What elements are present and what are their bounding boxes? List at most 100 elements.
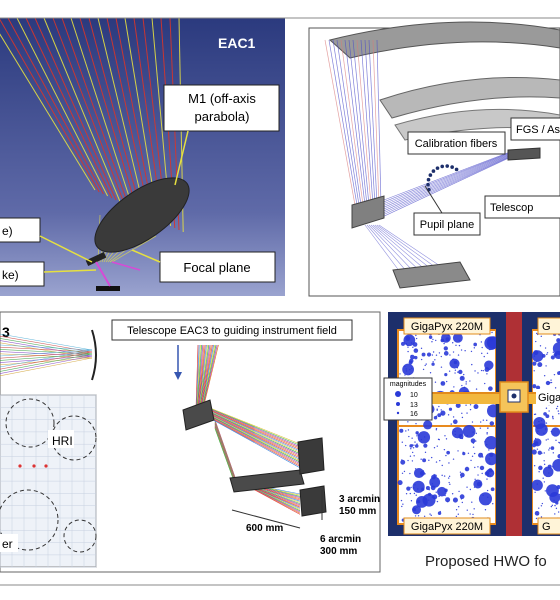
star	[489, 348, 491, 351]
fgs-ray	[336, 39, 362, 206]
star	[461, 412, 463, 414]
star	[470, 438, 476, 444]
label-br-bg	[537, 517, 560, 535]
star	[430, 514, 432, 517]
main-ray-down	[198, 344, 206, 411]
star	[401, 472, 404, 475]
inset-ray	[0, 357, 93, 377]
star	[406, 486, 411, 491]
star	[431, 483, 434, 485]
star	[472, 513, 474, 516]
fiber-dot	[450, 165, 454, 169]
star	[431, 354, 434, 356]
star	[549, 492, 560, 504]
star	[406, 344, 409, 347]
fiber-dot	[435, 166, 440, 170]
star	[550, 430, 553, 433]
star	[532, 361, 537, 366]
star	[455, 509, 458, 511]
star	[441, 464, 443, 467]
star	[420, 458, 422, 460]
star	[486, 352, 489, 354]
star	[477, 372, 479, 374]
star	[461, 376, 463, 379]
star	[430, 456, 433, 459]
star	[535, 423, 548, 436]
star	[542, 477, 544, 479]
fgs-ray-to-detector	[383, 155, 511, 213]
main-ray-down	[200, 344, 212, 411]
main-ray-down	[202, 344, 218, 411]
star	[550, 505, 553, 508]
star	[453, 386, 455, 388]
main-ray-across	[209, 414, 301, 460]
inset-ray	[0, 344, 93, 351]
star	[553, 373, 556, 376]
legend-label-13: 13	[410, 402, 418, 409]
star	[431, 362, 435, 366]
star	[437, 511, 442, 515]
star	[407, 350, 409, 353]
main-ray-down	[195, 344, 199, 411]
star	[486, 443, 488, 446]
star	[422, 458, 427, 463]
main-ray-across	[209, 407, 301, 445]
star	[556, 338, 560, 343]
star	[543, 412, 547, 416]
star	[466, 412, 468, 414]
star	[535, 340, 537, 343]
star	[444, 435, 446, 437]
star	[424, 473, 426, 475]
fgs-ray-relay	[370, 224, 422, 273]
callout-fgs	[510, 117, 560, 141]
legend-marker-16	[396, 411, 400, 415]
star	[449, 483, 451, 486]
fgs-ray-relay	[366, 224, 408, 273]
legend-marker-13	[396, 402, 400, 406]
star	[536, 332, 538, 335]
star	[443, 346, 448, 351]
star	[543, 452, 545, 454]
relay-block-1	[182, 399, 215, 431]
dim-600mm: 600 mm	[246, 523, 283, 534]
magnitude-legend	[383, 377, 433, 421]
fgs-panel-frame	[308, 27, 560, 297]
fgs-ray	[360, 39, 374, 206]
main-ray-down	[201, 344, 216, 411]
star	[415, 422, 417, 425]
star	[439, 459, 441, 462]
detector-block	[297, 437, 325, 475]
star	[554, 350, 560, 360]
main-ray-across	[209, 416, 301, 466]
eac1-ray	[97, 17, 146, 215]
fiber-dot	[440, 164, 445, 169]
star	[457, 450, 459, 452]
star	[412, 447, 415, 449]
label-tl-bg	[403, 317, 491, 335]
star	[416, 432, 419, 435]
eac1-ray	[79, 17, 138, 211]
dim-600mm-line	[231, 509, 301, 529]
star	[533, 465, 536, 467]
dim-6arcmin: 6 arcmin	[320, 534, 361, 545]
main-ray-across	[209, 417, 301, 467]
star	[452, 497, 458, 503]
fgs-ray	[324, 39, 356, 206]
star	[443, 475, 446, 477]
label-center: Giga	[538, 392, 560, 404]
fgs-ray	[372, 39, 380, 206]
star	[437, 413, 442, 418]
fgs-ray	[364, 39, 376, 206]
star	[440, 339, 443, 341]
star	[445, 438, 448, 440]
star	[462, 451, 464, 453]
fgs-ray	[352, 39, 370, 206]
star	[415, 496, 428, 508]
star	[428, 489, 430, 491]
star	[428, 335, 433, 340]
star	[546, 352, 549, 354]
star	[412, 480, 425, 493]
eac1-ray	[16, 17, 109, 197]
star	[400, 499, 403, 502]
eac1-ray	[70, 17, 134, 209]
